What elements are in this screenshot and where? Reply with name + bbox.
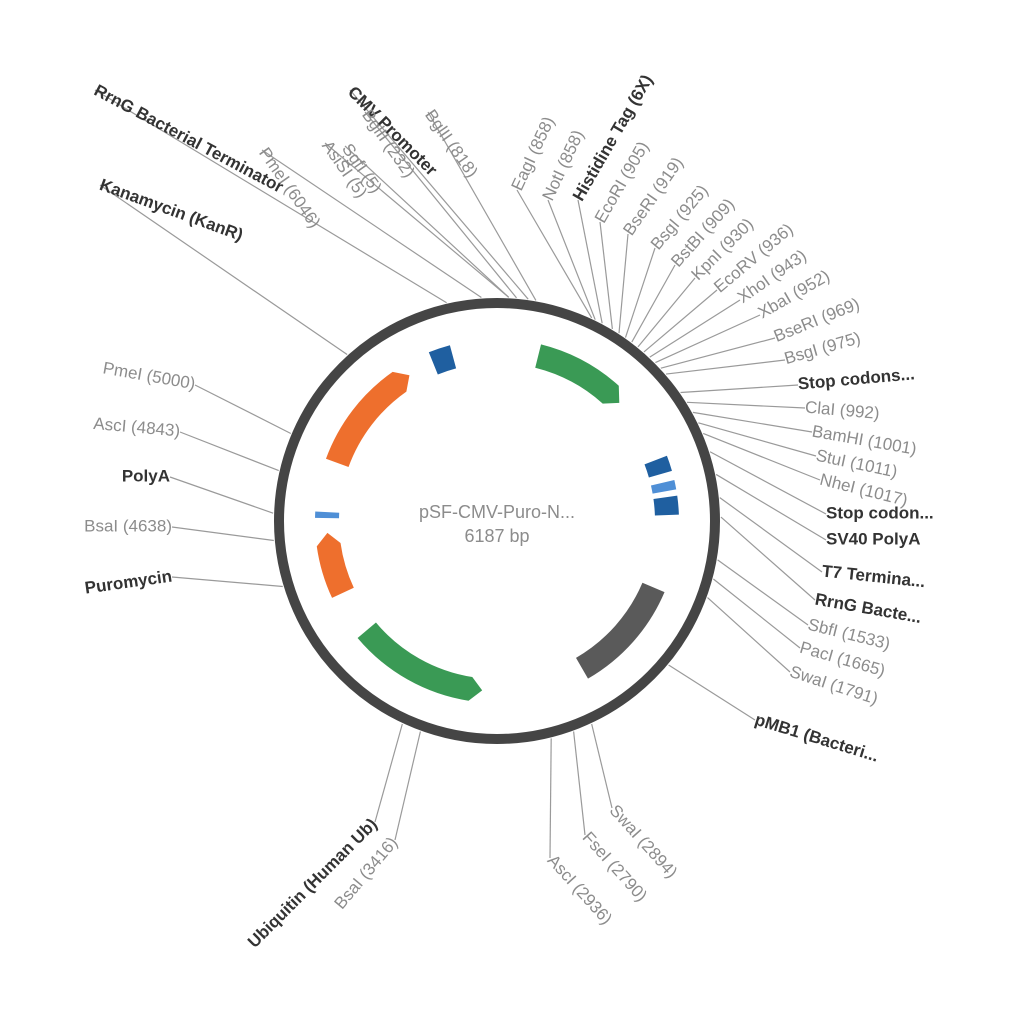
ubiquitin-arrow	[357, 622, 483, 701]
leader-line	[599, 221, 613, 330]
pmb1-block	[576, 582, 665, 679]
leader-line	[649, 299, 741, 358]
leader-line	[631, 264, 676, 343]
leader-line	[709, 451, 827, 515]
leader-line	[573, 731, 586, 836]
leader-line	[169, 476, 274, 514]
leader-line	[618, 233, 629, 334]
leader-line	[712, 578, 801, 649]
leader-line	[324, 142, 510, 298]
leader-line	[549, 738, 552, 859]
leader-line	[261, 149, 482, 299]
leader-line	[344, 145, 510, 298]
leader-line	[698, 422, 817, 457]
plasmid-name: pSF-CMV-Puro-N...	[419, 502, 575, 522]
leader-line	[577, 199, 603, 324]
leader-line	[707, 597, 791, 673]
leader-line	[680, 384, 799, 394]
polya-small	[315, 511, 340, 519]
leader-line	[516, 189, 593, 319]
leader-line	[547, 199, 596, 320]
leader-line	[720, 516, 816, 601]
t7-block	[653, 495, 679, 516]
feature-label: PolyA	[122, 466, 170, 485]
leader-line	[717, 559, 809, 626]
leader-line	[668, 664, 756, 721]
feature-label: T7 Termina...	[821, 562, 926, 592]
leader-line	[719, 497, 823, 573]
leader-line	[715, 473, 827, 541]
sv40-small-block	[644, 455, 672, 478]
enzyme-site-label: AscI (4843)	[93, 414, 181, 441]
plasmid-size: 6187 bp	[464, 526, 529, 546]
leader-line	[394, 731, 421, 841]
leader-line	[374, 723, 403, 823]
leader-line	[591, 723, 613, 809]
leader-line	[194, 384, 292, 435]
leader-line	[427, 111, 537, 301]
leader-line	[702, 432, 821, 481]
leader-line	[349, 89, 529, 300]
rrng-terminator-block	[428, 345, 457, 375]
stop-codon-arc	[650, 480, 677, 494]
feature-label: RrnG Bacterial Terminator	[91, 81, 287, 197]
leader-lines	[94, 89, 827, 859]
enzyme-site-label: BsaI (4638)	[84, 516, 172, 535]
feature-arcs	[315, 344, 679, 701]
leader-line	[686, 401, 806, 409]
enzyme-site-label: PmeI (5000)	[101, 358, 196, 393]
plasmid-backbone	[274, 298, 720, 744]
leader-line	[637, 277, 696, 348]
leader-line	[171, 526, 274, 542]
leader-line	[171, 576, 283, 588]
cmv-promoter-arrow	[535, 344, 620, 404]
feature-label: Puromycin	[84, 567, 174, 598]
feature-label: Stop codon...	[826, 503, 934, 522]
leader-line	[655, 314, 761, 364]
kanr-arrow	[325, 371, 410, 467]
leader-line	[665, 359, 786, 375]
feature-label: Stop codons...	[797, 364, 915, 393]
puromycin-arrow	[316, 532, 354, 598]
feature-label: pMB1 (Bacteri...	[753, 710, 881, 766]
leader-line	[179, 431, 279, 472]
enzyme-site-label: ClaI (992)	[804, 398, 880, 423]
leader-line	[99, 184, 348, 356]
leader-line	[692, 411, 813, 433]
leader-line	[660, 337, 776, 369]
feature-label: SV40 PolyA	[826, 529, 921, 548]
leader-line	[94, 89, 447, 304]
leader-line	[624, 247, 656, 338]
leader-line	[643, 289, 718, 353]
leader-line	[364, 111, 517, 299]
